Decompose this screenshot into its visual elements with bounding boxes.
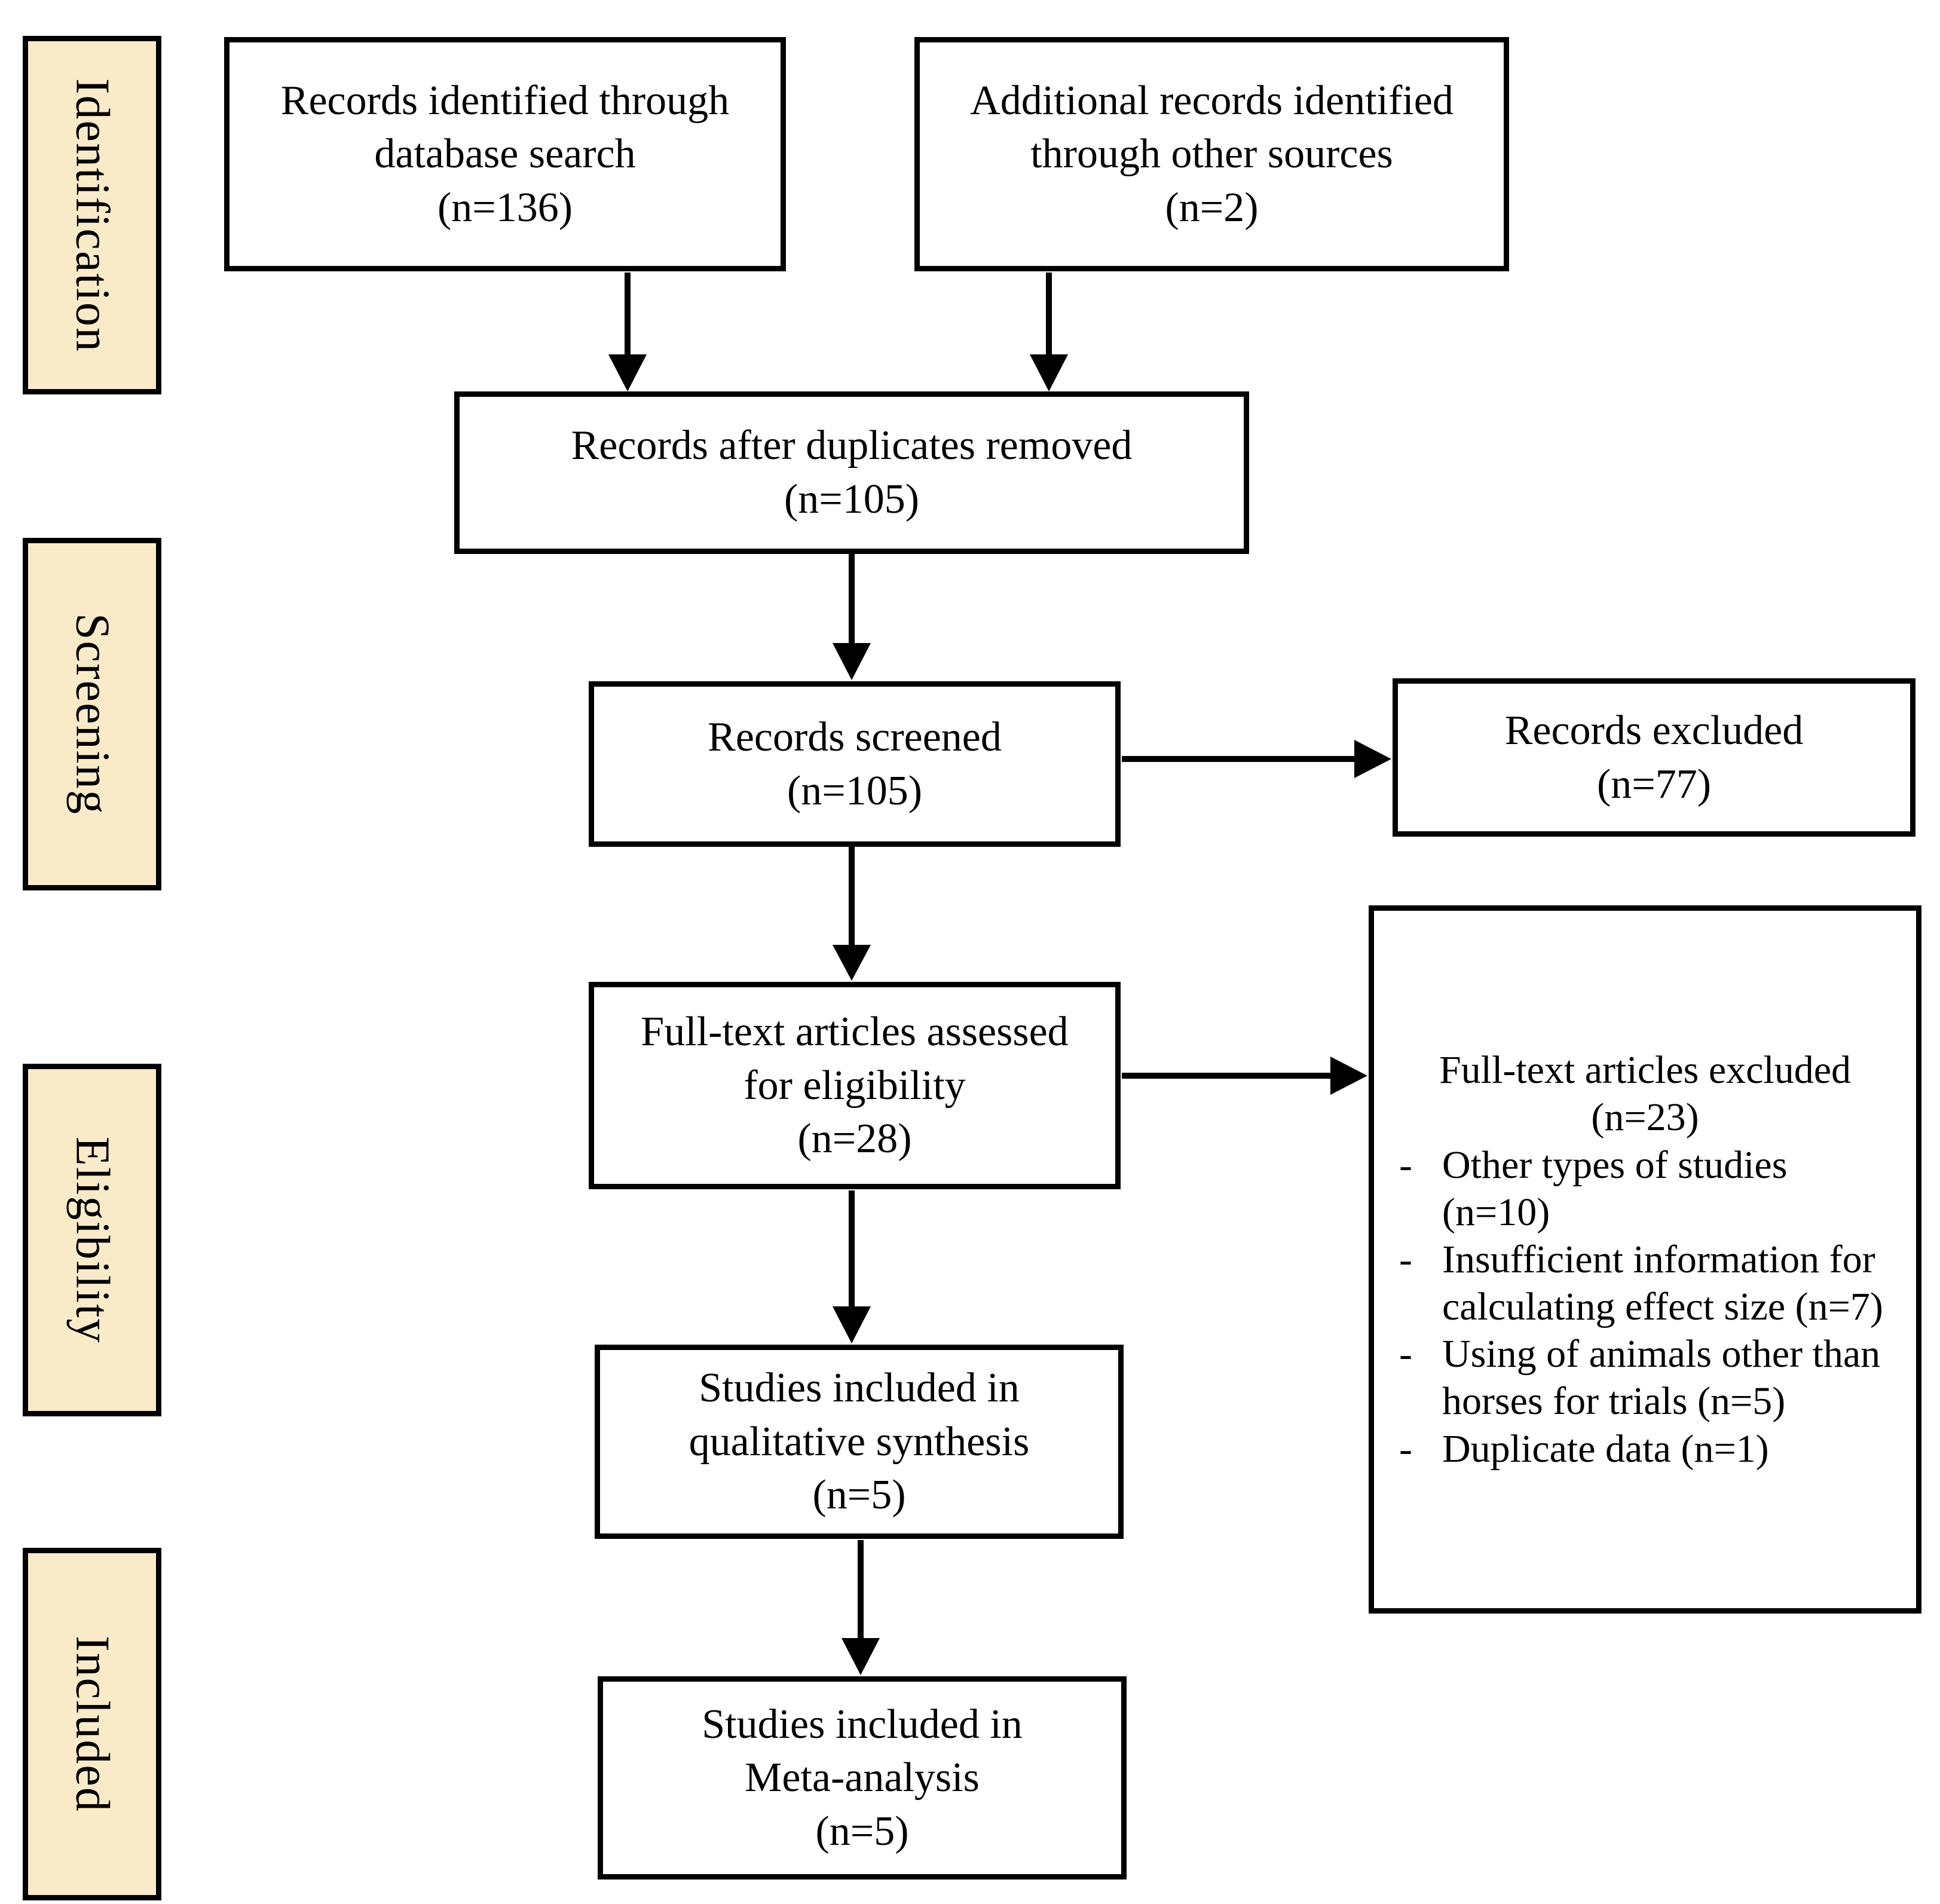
stage-included-label: Included — [66, 1636, 119, 1813]
box-records-excluded-text: Records excluded (n=77) — [1504, 707, 1804, 807]
arrow-head — [833, 945, 871, 981]
box-records-excluded: Records excluded (n=77) — [1393, 678, 1915, 837]
box-records-screened: Records screened (n=105) — [589, 681, 1121, 847]
arrow-head — [833, 643, 871, 680]
stage-identification-label: Identification — [66, 78, 119, 353]
stage-eligibility: Eligibility — [23, 1064, 161, 1416]
exclusion-reason: Duplicate data (n=1) — [1442, 1427, 1769, 1471]
box-records-identified: Records identified through database sear… — [224, 37, 786, 271]
exclusion-reason: Other types of studies (n=10) — [1442, 1143, 1788, 1234]
arrow-head — [1354, 740, 1391, 778]
box-after-duplicates: Records after duplicates removed (n=105) — [454, 391, 1249, 554]
arrow-head — [1330, 1057, 1367, 1095]
stage-included: Included — [23, 1548, 161, 1900]
list-item: - Duplicate data (n=1) — [1399, 1425, 1898, 1473]
arrow-dbsearch-to-duplicates — [608, 273, 647, 391]
exclusion-reason: Using of animals other than horses for t… — [1442, 1332, 1881, 1424]
arrow-screened-to-excluded — [1122, 740, 1391, 778]
box-additional-records: Additional records identified through ot… — [914, 37, 1509, 271]
list-item: - Other types of studies (n=10) — [1399, 1141, 1898, 1236]
box-additional-records-text: Additional records identified through ot… — [970, 77, 1454, 231]
exclusion-reason: Insufficient information for calculating… — [1442, 1237, 1883, 1329]
bullet-dash: - — [1399, 1427, 1412, 1471]
list-item: - Using of animals other than horses for… — [1399, 1330, 1898, 1425]
bullet-dash: - — [1399, 1143, 1412, 1187]
arrow-qualitative-to-meta — [842, 1540, 880, 1675]
bullet-dash: - — [1399, 1332, 1412, 1376]
stage-eligibility-label: Eligibility — [66, 1136, 119, 1344]
arrow-head — [1030, 354, 1068, 391]
box-records-identified-text: Records identified through database sear… — [280, 77, 730, 231]
bullet-dash: - — [1399, 1237, 1412, 1281]
box-after-duplicates-text: Records after duplicates removed (n=105) — [571, 423, 1133, 522]
stage-screening-label: Screening — [66, 613, 119, 815]
fulltext-excluded-reasons: - Other types of studies (n=10) - Insuff… — [1374, 1141, 1916, 1473]
box-fulltext-assessed: Full-text articles assessed for eligibil… — [589, 982, 1121, 1189]
arrow-duplicates-to-screened — [833, 554, 871, 680]
list-item: - Insufficient information for calculati… — [1399, 1236, 1898, 1330]
box-fulltext-excluded-title: Full-text articles excluded (n=23) — [1439, 1048, 1852, 1140]
arrow-screened-to-fulltext — [833, 847, 871, 981]
box-qualitative-synthesis-text: Studies included in qualitative synthesi… — [689, 1365, 1030, 1519]
arrow-head — [833, 1306, 871, 1343]
box-records-screened-text: Records screened (n=105) — [708, 714, 1002, 814]
arrow-othersources-to-duplicates — [1030, 273, 1068, 391]
box-fulltext-assessed-text: Full-text articles assessed for eligibil… — [641, 1009, 1069, 1162]
stage-identification: Identification — [23, 36, 161, 394]
arrow-fulltext-to-qualitative — [833, 1190, 871, 1343]
arrow-head — [608, 354, 647, 391]
box-meta-analysis: Studies included in Meta-analysis (n=5) — [598, 1676, 1127, 1879]
arrow-fulltext-to-excluded — [1122, 1057, 1367, 1095]
box-meta-analysis-text: Studies included in Meta-analysis (n=5) — [702, 1701, 1023, 1854]
stage-screening: Screening — [23, 538, 161, 890]
arrow-head — [842, 1638, 880, 1675]
box-qualitative-synthesis: Studies included in qualitative synthesi… — [595, 1345, 1124, 1539]
box-fulltext-excluded: Full-text articles excluded (n=23) - Oth… — [1369, 905, 1921, 1614]
